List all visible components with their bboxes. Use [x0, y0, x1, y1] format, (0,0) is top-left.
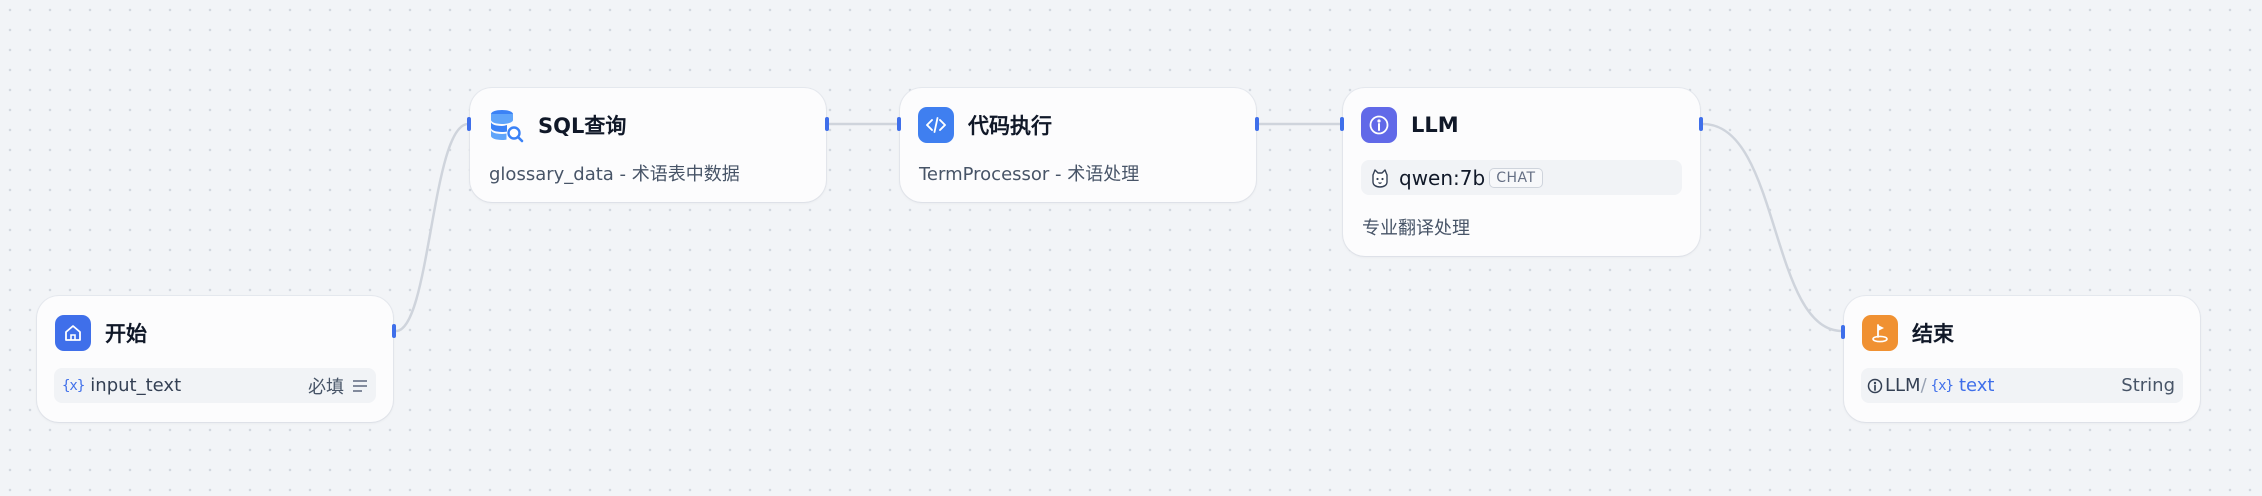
- sql-node[interactable]: SQL查询 glossary_data - 术语表中数据: [467, 88, 829, 202]
- code-node[interactable]: 代码执行 TermProcessor - 术语处理: [897, 88, 1259, 202]
- start-output-handle[interactable]: [392, 324, 396, 338]
- start-node-header: 开始: [55, 314, 147, 352]
- sql-input-handle[interactable]: [467, 117, 471, 131]
- end-node[interactable]: 结束 LLM / {x} text String: [1841, 296, 2200, 422]
- start-required-label: 必填: [308, 376, 344, 398]
- variable-icon: {x}: [62, 377, 85, 394]
- llm-output-handle[interactable]: [1699, 117, 1703, 131]
- start-variable-name: input_text: [90, 375, 182, 396]
- end-output-separator: /: [1920, 375, 1927, 396]
- sql-output-handle[interactable]: [825, 117, 829, 131]
- text-lines-icon: [352, 379, 368, 393]
- code-icon: [918, 107, 954, 143]
- llm-source-icon: [1867, 378, 1883, 394]
- code-input-handle[interactable]: [897, 117, 901, 131]
- llm-chat-badge: CHAT: [1489, 167, 1543, 188]
- llm-node[interactable]: LLM qwen:7b CHAT 专业翻译处理: [1340, 88, 1703, 256]
- end-node-title: 结束: [1912, 322, 1954, 346]
- sql-node-header: SQL查询: [488, 106, 626, 144]
- llm-node-header: LLM: [1361, 106, 1459, 144]
- end-output-source: LLM: [1885, 375, 1921, 396]
- code-node-title: 代码执行: [968, 114, 1052, 138]
- sql-node-description: glossary_data - 术语表中数据: [489, 164, 740, 185]
- llm-node-description: 专业翻译处理: [1362, 218, 1470, 239]
- model-avatar-icon: [1369, 167, 1391, 189]
- start-variable-row[interactable]: {x} input_text 必填: [54, 368, 376, 403]
- code-output-handle[interactable]: [1255, 117, 1259, 131]
- start-node[interactable]: 开始 {x} input_text 必填: [37, 296, 396, 422]
- end-input-handle[interactable]: [1841, 325, 1845, 339]
- variable-icon: {x}: [1930, 377, 1954, 394]
- flag-icon: [1862, 315, 1898, 351]
- edge-llm-end: [1702, 122, 1843, 333]
- code-node-header: 代码执行: [918, 106, 1052, 144]
- end-output-variable: text: [1958, 375, 1995, 396]
- llm-model-name: qwen:7b: [1399, 165, 1486, 190]
- sql-node-title: SQL查询: [538, 114, 627, 138]
- llm-icon: [1361, 107, 1397, 143]
- code-node-description: TermProcessor - 术语处理: [919, 164, 1140, 185]
- database-search-icon: [488, 107, 524, 143]
- edge-start-sql: [395, 122, 469, 333]
- end-node-header: 结束: [1862, 314, 1954, 352]
- llm-input-handle[interactable]: [1340, 117, 1344, 131]
- home-icon: [55, 315, 91, 351]
- llm-node-title: LLM: [1411, 113, 1459, 137]
- end-output-type: String: [2121, 375, 2175, 396]
- start-node-title: 开始: [105, 322, 147, 346]
- llm-model-row[interactable]: qwen:7b CHAT: [1361, 160, 1682, 195]
- end-output-row[interactable]: LLM / {x} text String: [1861, 368, 2183, 403]
